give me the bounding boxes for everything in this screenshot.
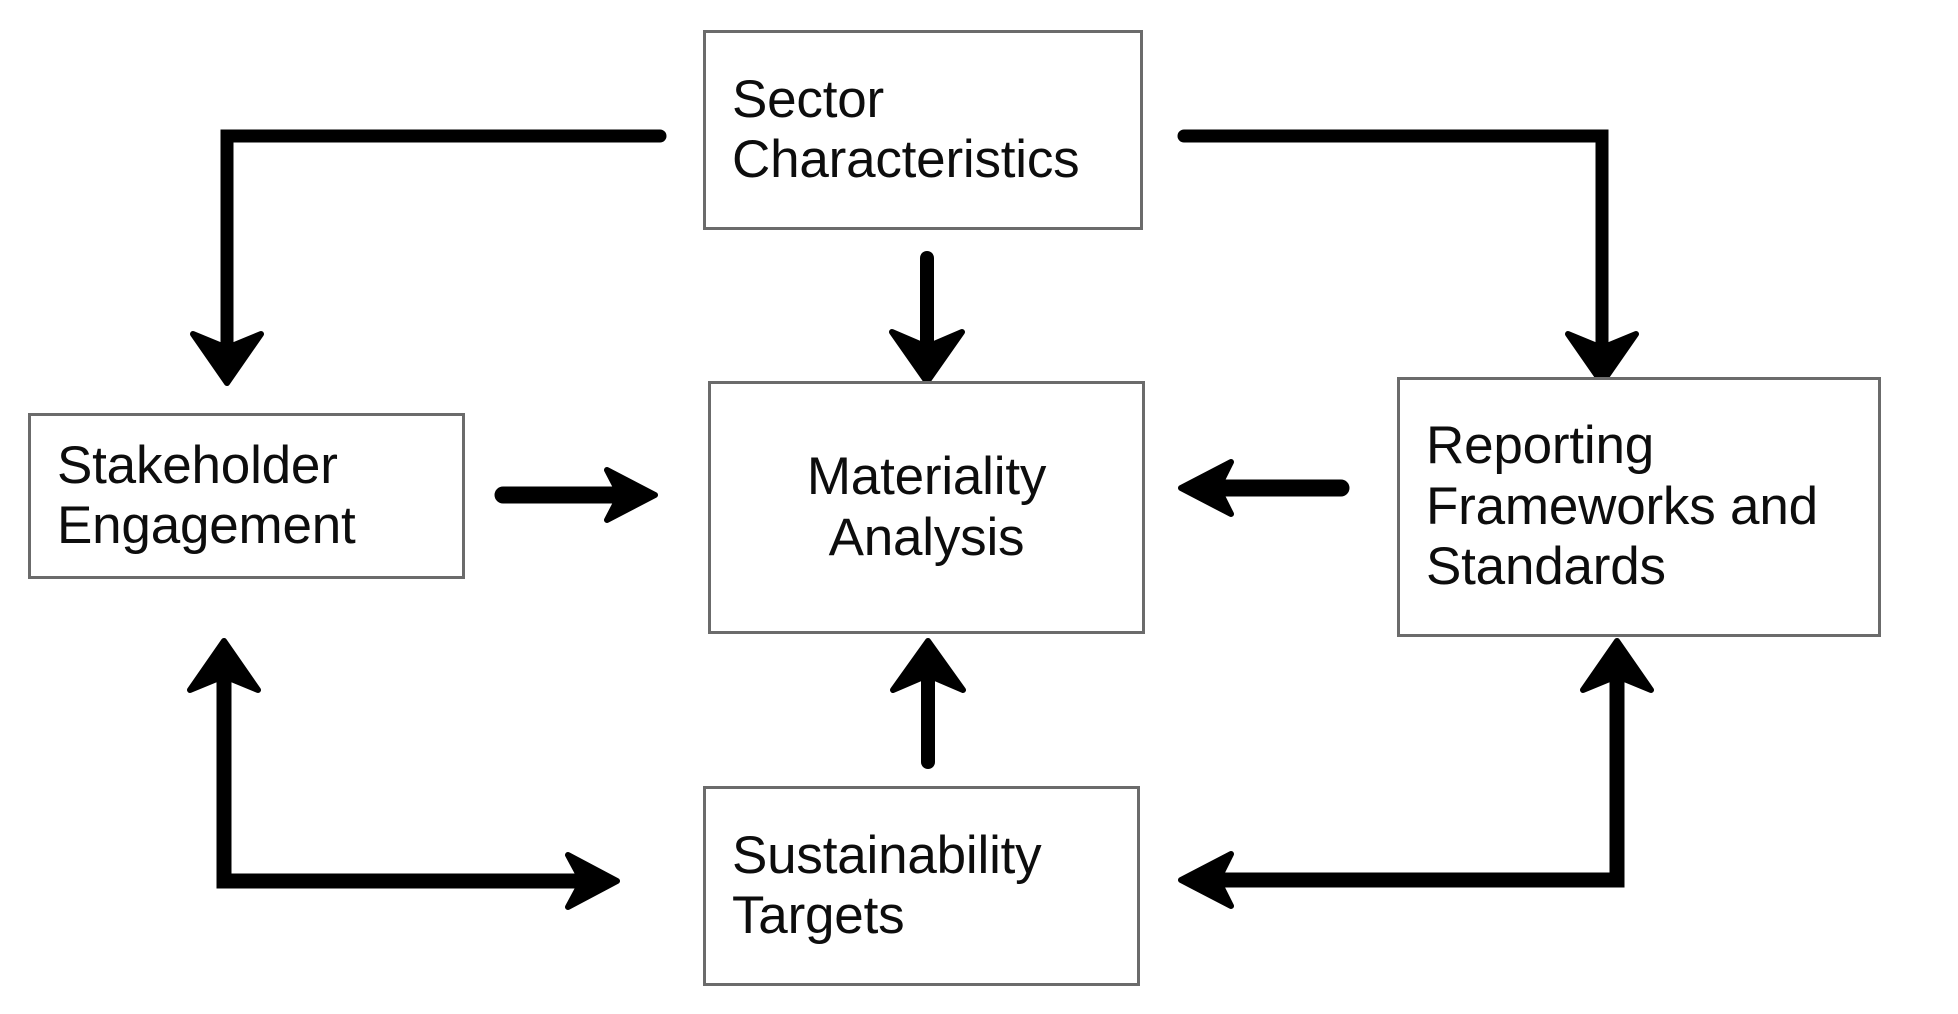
arrowhead-up-to-materiality [890, 638, 966, 693]
edge-line-stakeholder-sustainability [216, 672, 582, 889]
edge-sector-to-materiality [889, 251, 965, 385]
node-label-reporting-frameworks-and-standards: Reporting Frameworks and Standards [1426, 416, 1818, 597]
node-sector-characteristics[interactable]: Sector Characteristics [703, 30, 1143, 230]
node-label-sustainability-targets: Sustainability Targets [732, 825, 1042, 945]
edge-sector-to-reporting [1177, 129, 1639, 386]
edge-line-sector-to-reporting [1177, 129, 1609, 357]
arrowhead-right-to-sustainability [565, 852, 620, 910]
node-materiality-analysis[interactable]: Materiality Analysis [708, 381, 1145, 634]
node-reporting-frameworks-and-standards[interactable]: Reporting Frameworks and Standards [1397, 377, 1881, 637]
edge-stakeholder-sustainability [187, 638, 620, 910]
edge-sustainability-to-materiality [890, 638, 966, 769]
node-label-sector-characteristics: Sector Characteristics [732, 69, 1080, 189]
edge-line-sector-to-stakeholder [220, 129, 667, 357]
edge-stakeholder-to-materiality [494, 467, 658, 523]
edge-reporting-to-materiality [1178, 459, 1350, 517]
arrowhead-down-to-reporting [1565, 331, 1639, 386]
node-stakeholder-engagement[interactable]: Stakeholder Engagement [28, 413, 465, 579]
edge-sector-to-stakeholder [190, 129, 667, 386]
node-label-stakeholder-engagement: Stakeholder Engagement [57, 435, 356, 555]
arrowhead-down-to-materiality [889, 329, 965, 385]
arrowhead-up-to-stakeholder [187, 638, 261, 693]
edge-line-reporting-sustainability [1218, 672, 1625, 888]
arrowhead-left-to-sustainability [1178, 851, 1234, 909]
arrowhead-left-to-materiality [1178, 459, 1234, 517]
arrowhead-up-to-reporting [1580, 638, 1654, 693]
node-sustainability-targets[interactable]: Sustainability Targets [703, 786, 1140, 986]
node-label-materiality-analysis: Materiality Analysis [806, 447, 1047, 567]
arrowhead-down-to-stakeholder [190, 331, 264, 386]
arrowhead-right-to-materiality [604, 467, 658, 523]
edge-reporting-sustainability [1178, 638, 1654, 909]
